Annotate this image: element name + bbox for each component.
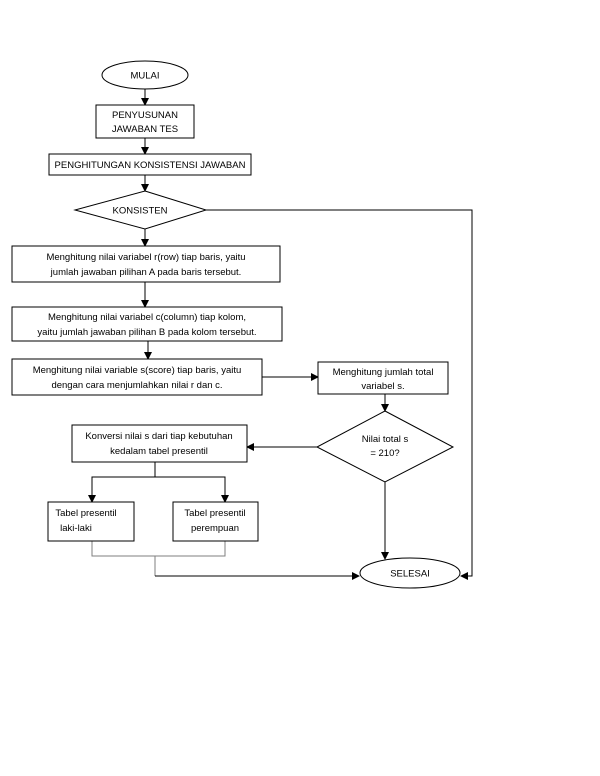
process-hitung-total: [317, 361, 449, 395]
konsisten-label: KONSISTEN: [113, 206, 168, 217]
process-tabel-laki: [47, 501, 135, 542]
hitung-total-line1: Menghitung jumlah total: [333, 367, 434, 378]
tabel-laki-line2: laki-laki: [60, 523, 92, 534]
penyusunan-line1: PENYUSUNAN: [112, 110, 178, 121]
konversi-line2: kedalam tabel presentil: [110, 446, 208, 457]
end-terminal: [359, 557, 461, 589]
arrow-konversi-perempuan: [155, 476, 229, 503]
hitung-s-line2: dengan cara menjumlahkan nilai r dan c.: [51, 380, 222, 391]
start-label: MULAI: [130, 71, 159, 82]
hitung-total-line2: variabel s.: [361, 381, 404, 392]
start-terminal: [101, 60, 189, 90]
process-penyusunan: [95, 104, 195, 139]
process-konversi: [71, 424, 248, 463]
process-penghitungan: [48, 153, 252, 176]
nilai-total-line2: = 210?: [370, 448, 399, 459]
penyusunan-line2: JAWABAN TES: [112, 124, 178, 135]
hitung-s-line1: Menghitung nilai variable s(score) tiap …: [33, 365, 242, 376]
process-hitung-s: [11, 358, 263, 396]
hitung-c-line2: yaitu jumlah jawaban pilihan B pada kolo…: [37, 327, 256, 338]
process-hitung-r: [11, 245, 281, 283]
hitung-r-line2: jumlah jawaban pilihan A pada baris ters…: [50, 267, 242, 278]
nilai-total-line1: Nilai total s: [362, 434, 409, 445]
penghitungan-label: PENGHITUNGAN KONSISTENSI JAWABAN: [55, 160, 246, 171]
arrow-konsisten-selesai: [206, 209, 473, 580]
hitung-c-line1: Menghitung nilai variabel c(column) tiap…: [48, 312, 246, 323]
arrow-konversi-laki: [88, 462, 156, 503]
decision-nilai-total: [315, 410, 455, 483]
tabel-perempuan-line1: Tabel presentil: [184, 508, 245, 519]
hitung-r-line1: Menghitung nilai variabel r(row) tiap ba…: [46, 252, 245, 263]
join-tabel: [91, 541, 226, 557]
end-label: SELESAI: [390, 569, 430, 580]
konversi-line1: Konversi nilai s dari tiap kebutuhan: [85, 431, 232, 442]
connectors: [88, 89, 473, 580]
process-tabel-perempuan: [172, 501, 259, 542]
tabel-perempuan-line2: perempuan: [191, 523, 239, 534]
tabel-laki-line1: Tabel presentil: [55, 508, 116, 519]
decision-konsisten: [73, 190, 208, 230]
process-hitung-c: [11, 306, 283, 342]
